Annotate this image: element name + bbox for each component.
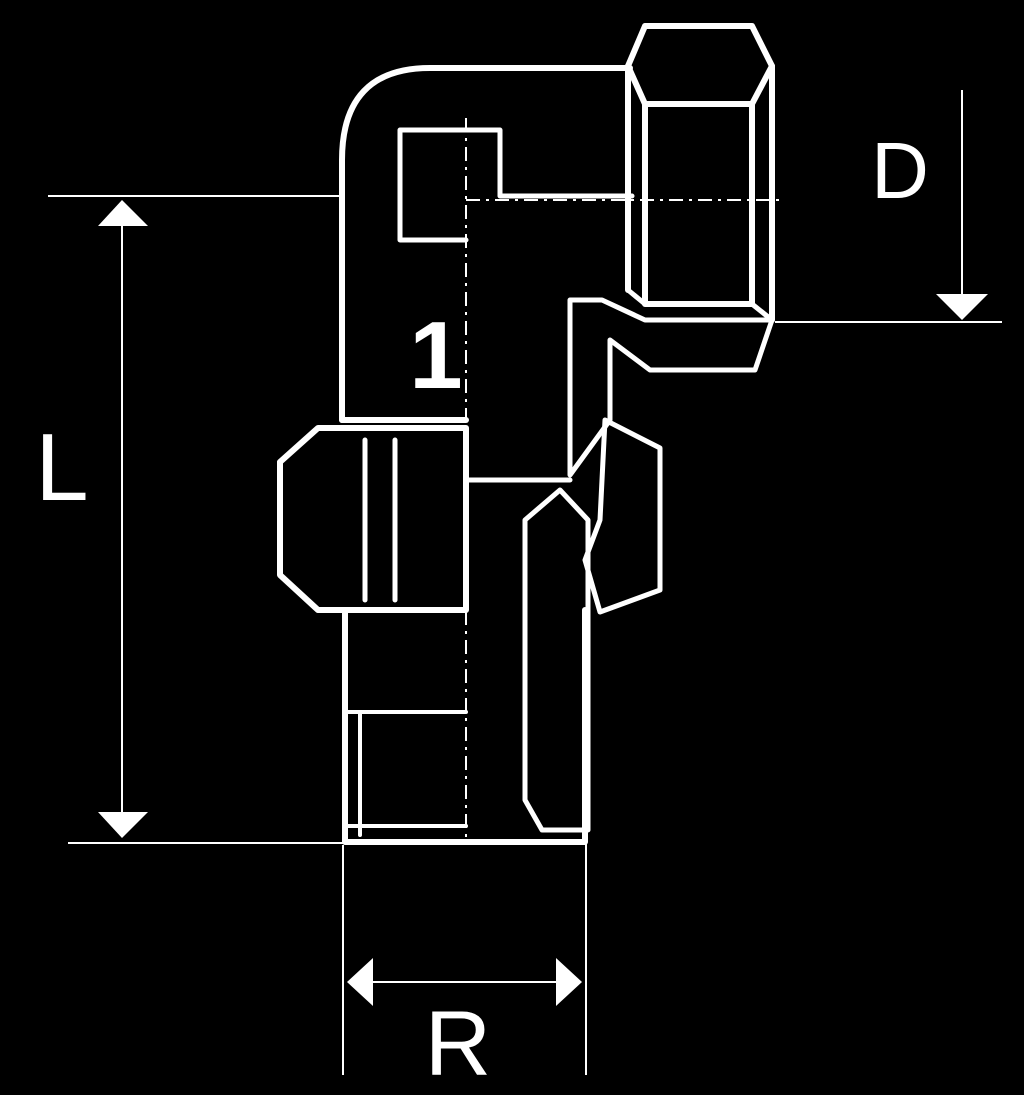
center-hex-nut (277, 425, 469, 613)
elbow-body-outline (339, 65, 633, 423)
dimension-R-arrow-right (556, 958, 582, 1006)
label-part-number: 1 (409, 302, 462, 409)
label-R: R (425, 993, 491, 1095)
stem-hatched-section (522, 487, 591, 833)
dimension-L-arrow-bottom (98, 812, 148, 838)
union-nut-lower-flare (625, 287, 775, 323)
union-nut-top-hex (625, 23, 775, 107)
knurled-ring-section (582, 417, 663, 615)
union-nut-body (625, 63, 775, 323)
label-L: L (35, 414, 88, 521)
elbow-inner-bore (397, 127, 635, 243)
dimension-R-arrow-left (347, 958, 373, 1006)
dimension-L-arrow-top (98, 200, 148, 226)
threaded-stem-outline (342, 607, 588, 845)
dimension-D-arrow (936, 294, 988, 320)
label-D: D (871, 126, 929, 215)
center-hex-flats (362, 437, 398, 603)
compression-sleeve-section (567, 297, 775, 478)
thread-lines (343, 710, 468, 837)
